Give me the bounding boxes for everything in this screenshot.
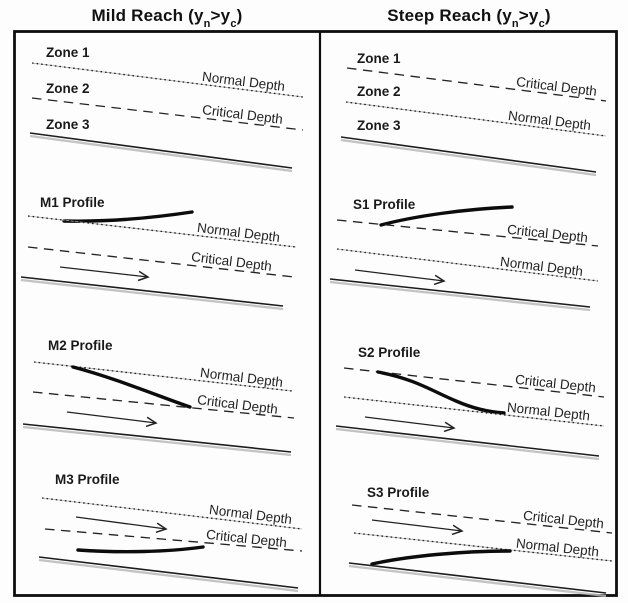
m3-bed-line xyxy=(38,556,299,589)
s1-bed-shadow xyxy=(329,280,591,312)
m2-critical-depth-line xyxy=(32,391,295,419)
mild-zone3-label: Zone 3 xyxy=(46,117,90,132)
steep-s3-section: S3 Profile Critical Depth Normal Depth xyxy=(348,485,613,598)
s2-flow-direction-arrow xyxy=(364,416,456,433)
mild-zones-critical-depth-line xyxy=(31,97,304,131)
m1-normal-depth-line xyxy=(27,215,297,248)
mild-zones-bed-line xyxy=(29,132,293,169)
mild-title-suffix: ) xyxy=(236,6,243,25)
m3-bed-shadow xyxy=(38,558,299,593)
s3-normal-depth-label: Normal Depth xyxy=(515,536,599,560)
m3-flow-direction-arrow xyxy=(75,516,168,534)
m2-profile-label: M2 Profile xyxy=(48,338,113,353)
mild-zones-normal-depth-hairline xyxy=(31,62,304,98)
steep-reach-title: Steep Reach (yn>yc) xyxy=(320,3,618,31)
s2-profile-curve xyxy=(376,370,506,415)
m3-profile-label: M3 Profile xyxy=(55,472,120,487)
s1-flow-direction-arrow xyxy=(354,269,446,286)
s2-normal-depth-hairline xyxy=(343,396,605,427)
m1-critical-depth-line xyxy=(27,246,295,278)
s3-bed-shadow xyxy=(348,564,607,598)
steep-zones-critical-depth-line xyxy=(346,67,607,102)
steep-zones-normal-depth-label: Normal Depth xyxy=(507,108,591,133)
steep-title-sub-c: c xyxy=(538,18,545,31)
s1-bed-line xyxy=(329,278,591,308)
steep-zone3-label: Zone 3 xyxy=(357,118,401,133)
mild-title-prefix: Mild Reach (y xyxy=(91,6,204,25)
s3-profile-curve xyxy=(370,549,512,566)
m1-bed-shadow xyxy=(20,278,284,311)
mild-m3-section: M3 Profile Normal Depth Critical Depth xyxy=(38,472,303,593)
s1-critical-depth-label: Critical Depth xyxy=(506,222,588,245)
m1-profile-curve xyxy=(62,210,194,223)
mild-zones-section: Zone 1 Normal Depth Zone 2 Critical Dept… xyxy=(29,45,304,173)
mild-zone1-label: Zone 1 xyxy=(46,45,90,60)
mild-title-middle: >y xyxy=(210,6,231,25)
m3-normal-depth-label: Normal Depth xyxy=(208,502,292,527)
m1-critical-depth-label: Critical Depth xyxy=(190,249,272,274)
s3-critical-depth-line xyxy=(351,504,613,534)
m2-bed-shadow xyxy=(22,425,292,457)
m1-profile-label: M1 Profile xyxy=(40,195,105,210)
steep-s1-section: S1 Profile Critical Depth Normal Depth xyxy=(329,197,599,312)
steep-s2-section: S2 Profile Critical Depth Normal Depth xyxy=(335,345,605,461)
mild-zones-normal-depth-label: Normal Depth xyxy=(201,69,285,94)
s3-normal-depth-line xyxy=(353,532,613,562)
m1-flow-direction-arrow xyxy=(59,266,150,282)
steep-title-sub-n: n xyxy=(511,18,519,31)
mild-zones-bed-shadow xyxy=(29,134,293,173)
m2-profile-curve xyxy=(71,365,192,409)
s2-bed-line xyxy=(335,425,600,457)
mild-zone2-label: Zone 2 xyxy=(46,81,90,96)
s2-profile-label: S2 Profile xyxy=(358,345,421,360)
steep-zone2-label: Zone 2 xyxy=(357,84,401,99)
s1-critical-depth-line xyxy=(336,219,599,247)
m1-normal-depth-label: Normal Depth xyxy=(196,220,280,245)
m1-bed-line xyxy=(20,276,284,307)
steep-zones-bed-shadow xyxy=(340,138,597,177)
steep-zones-normal-depth-hairline xyxy=(345,101,607,137)
m2-bed-line xyxy=(22,423,292,453)
s1-profile-curve xyxy=(379,205,514,227)
mild-title-sub-c: c xyxy=(230,18,237,31)
s1-normal-depth-hairline xyxy=(336,248,599,282)
m2-normal-depth-line xyxy=(33,361,293,392)
s2-critical-depth-line xyxy=(343,367,605,398)
mild-m1-section: M1 Profile Normal Depth Critical Depth xyxy=(20,195,297,311)
s1-normal-depth-label: Normal Depth xyxy=(499,254,583,279)
figure-border xyxy=(13,30,618,597)
s3-profile-label: S3 Profile xyxy=(367,485,430,500)
m2-normal-depth-label: Normal Depth xyxy=(199,365,283,390)
steep-zone1-label: Zone 1 xyxy=(357,51,401,66)
s3-bed-line xyxy=(348,562,607,594)
mild-m2-section: M2 Profile Normal Depth Critical Depth xyxy=(22,338,295,457)
steep-title-middle: >y xyxy=(518,6,539,25)
m3-profile-curve xyxy=(76,545,205,554)
steep-zones-bed-line xyxy=(340,136,597,173)
s2-bed-shadow xyxy=(335,427,600,461)
s1-profile-label: S1 Profile xyxy=(353,197,416,212)
mild-title-sub-n: n xyxy=(203,18,211,31)
m2-critical-depth-label: Critical Depth xyxy=(196,392,278,417)
s3-flow-direction-arrow xyxy=(371,519,464,536)
steep-zones-section: Zone 1 Critical Depth Zone 2 Normal Dept… xyxy=(340,51,607,177)
steep-title-suffix: ) xyxy=(544,6,551,25)
m3-critical-depth-line xyxy=(44,528,303,552)
steep-title-prefix: Steep Reach (y xyxy=(387,6,512,25)
m3-critical-depth-label: Critical Depth xyxy=(205,527,287,550)
m2-flow-direction-arrow xyxy=(66,411,158,428)
mild-reach-title: Mild Reach (yn>yc) xyxy=(14,3,320,31)
m3-normal-depth-hairline xyxy=(41,497,303,530)
